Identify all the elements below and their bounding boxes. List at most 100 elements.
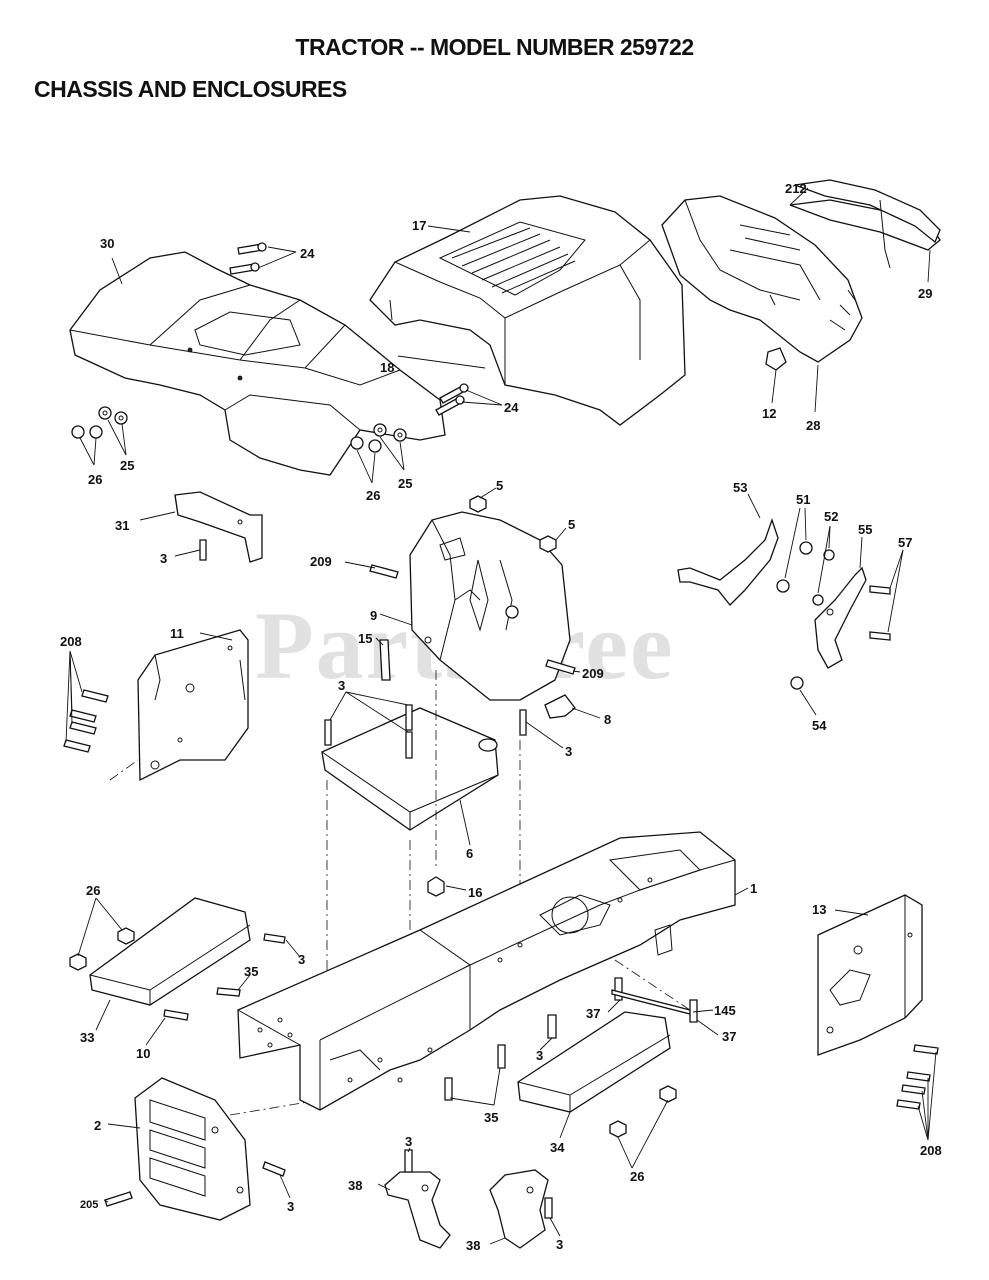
callout-11: 11	[170, 626, 184, 641]
bolt-35-b	[497, 1044, 506, 1069]
section-title: CHASSIS AND ENCLOSURES	[34, 76, 347, 102]
callout-34: 34	[550, 1140, 565, 1155]
part-pedal-bracket-55	[814, 566, 867, 669]
washer-54	[790, 676, 804, 690]
bolt-57-a	[869, 585, 891, 595]
part-side-panel-left	[137, 629, 249, 782]
callout-18: 18	[380, 360, 394, 375]
bolt-209-a	[369, 564, 399, 579]
washers-nuts-left	[71, 406, 128, 439]
bolt-35-a	[216, 987, 241, 997]
part-grille	[661, 195, 863, 363]
part-pivot-bracket-a	[384, 1171, 451, 1249]
callout-208: 208	[920, 1143, 942, 1158]
callout-3: 3	[287, 1199, 294, 1214]
callout-3: 3	[338, 678, 345, 693]
callout-33: 33	[80, 1030, 94, 1045]
bolt-209-b	[545, 659, 576, 675]
callout-209: 209	[582, 666, 604, 681]
callout-26: 26	[366, 488, 380, 503]
callout-3: 3	[160, 551, 167, 566]
part-pivot-bracket-b	[489, 1169, 549, 1249]
part-footrest-right	[517, 1011, 671, 1113]
callout-3: 3	[565, 744, 572, 759]
nut-26-b	[69, 953, 87, 971]
callout-13: 13	[812, 902, 826, 917]
callout-26: 26	[630, 1169, 644, 1184]
bolt-3-c	[405, 704, 413, 731]
callout-26: 26	[88, 472, 102, 487]
callout-25: 25	[398, 476, 412, 491]
callout-2: 2	[94, 1118, 101, 1133]
bolt-3-b	[324, 719, 332, 746]
callout-10: 10	[136, 1046, 150, 1061]
callout-31: 31	[115, 518, 129, 533]
callout-38: 38	[348, 1178, 362, 1193]
callout-53: 53	[733, 480, 747, 495]
callout-1: 1	[750, 881, 757, 896]
bolts-24-middle	[435, 383, 469, 416]
callout-16: 16	[468, 885, 482, 900]
nut-5-a	[469, 495, 487, 513]
bolt-3-a	[199, 539, 207, 561]
nut-26-d	[659, 1085, 677, 1103]
callout-12: 12	[762, 406, 776, 421]
callout-35: 35	[244, 964, 258, 979]
callout-54: 54	[812, 718, 827, 733]
bolt-57-b	[869, 631, 891, 641]
nut-51-a	[799, 541, 813, 555]
part-front-bracket	[134, 1077, 251, 1221]
callout-145: 145	[714, 1003, 736, 1018]
callout-51: 51	[796, 492, 810, 507]
callout-29: 29	[918, 286, 932, 301]
washers-nuts-right	[350, 423, 407, 453]
callout-52: 52	[824, 509, 838, 524]
callout-28: 28	[806, 418, 820, 433]
callout-5: 5	[496, 478, 503, 493]
callout-3: 3	[405, 1134, 412, 1149]
callout-57: 57	[898, 535, 912, 550]
callout-35: 35	[484, 1110, 498, 1125]
callout-9: 9	[370, 608, 377, 623]
nut-26-c	[609, 1120, 627, 1138]
part-hood	[369, 195, 686, 426]
callout-209: 209	[310, 554, 332, 569]
callout-24: 24	[504, 400, 519, 415]
callout-6: 6	[466, 846, 473, 861]
part-pedal-bracket-53	[677, 517, 779, 606]
part-floor-plate	[321, 707, 499, 831]
bolt-3-j	[544, 1197, 553, 1219]
callout-24: 24	[300, 246, 315, 261]
bolt-3-g	[547, 1014, 557, 1039]
bolt-3-d	[405, 731, 413, 759]
callout-212: 212	[785, 181, 807, 196]
callout-55: 55	[858, 522, 872, 537]
part-clip-8	[544, 694, 576, 719]
part-bracket-31	[174, 491, 263, 563]
part-main-frame	[237, 831, 736, 1111]
leader-lines	[65, 187, 937, 1245]
bolt	[906, 1071, 931, 1082]
nut-26-a	[117, 927, 135, 945]
callout-3: 3	[298, 952, 305, 967]
bolt-37-b	[689, 999, 698, 1023]
callout-17: 17	[412, 218, 426, 233]
callout-208: 208	[60, 634, 82, 649]
callout-37: 37	[722, 1029, 736, 1044]
washer-52-b	[812, 594, 824, 606]
callout-30: 30	[100, 236, 114, 251]
nut-5-b	[539, 535, 557, 553]
part-clip-12	[765, 347, 787, 371]
nut-16	[427, 876, 445, 897]
nut-51-b	[776, 579, 790, 593]
washer-52-a	[823, 549, 835, 561]
callout-labels: 30 24 17 212 29 18 24 12 28 26 25 26 25 …	[60, 181, 942, 1253]
callout-15: 15	[358, 631, 372, 646]
callout-3: 3	[536, 1048, 543, 1063]
bolts-208-right	[896, 1044, 939, 1110]
bolt-3-i	[404, 1149, 413, 1173]
callout-38: 38	[466, 1238, 480, 1253]
bolt-10	[163, 1009, 189, 1021]
callout-205: 205	[80, 1199, 98, 1211]
